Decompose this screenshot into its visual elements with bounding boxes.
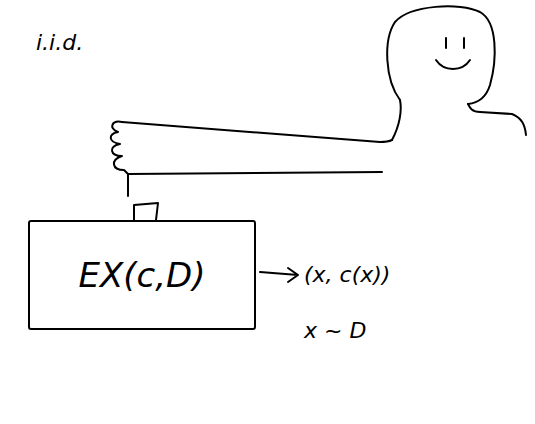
output-pair: (x, c(x)) (304, 262, 390, 287)
button-symbol (134, 203, 158, 220)
distribution-note: x ~ D (304, 318, 366, 343)
arm-outline (122, 122, 392, 174)
annotation-text: i.i.d. (36, 30, 83, 55)
box-label: EX(c,D) (79, 255, 206, 295)
body-outline (392, 100, 526, 140)
hand-outline (111, 122, 128, 196)
oracle-box: EX(c,D) (28, 220, 256, 330)
face (436, 38, 470, 69)
head-outline (387, 6, 494, 104)
output-arrow (260, 268, 298, 282)
